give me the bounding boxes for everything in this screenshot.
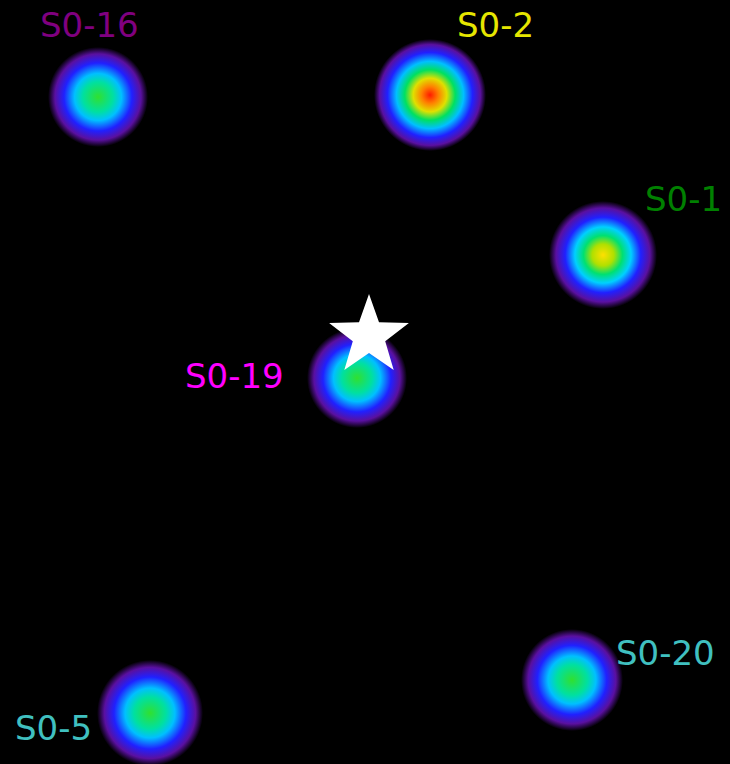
star-glow (374, 39, 486, 151)
star-name: S0-20 (616, 636, 715, 670)
star-name: S0-5 (15, 711, 92, 745)
star-name: S0-16 (40, 8, 139, 42)
star-glow (549, 201, 657, 309)
star-name: S0-2 (457, 8, 534, 42)
black-hole-marker (329, 294, 409, 370)
star-name: S0-1 (645, 182, 722, 216)
star-glow (48, 47, 148, 147)
star-glow (97, 660, 203, 764)
star-name: S0-19 (185, 359, 284, 393)
star-glow (521, 629, 623, 731)
